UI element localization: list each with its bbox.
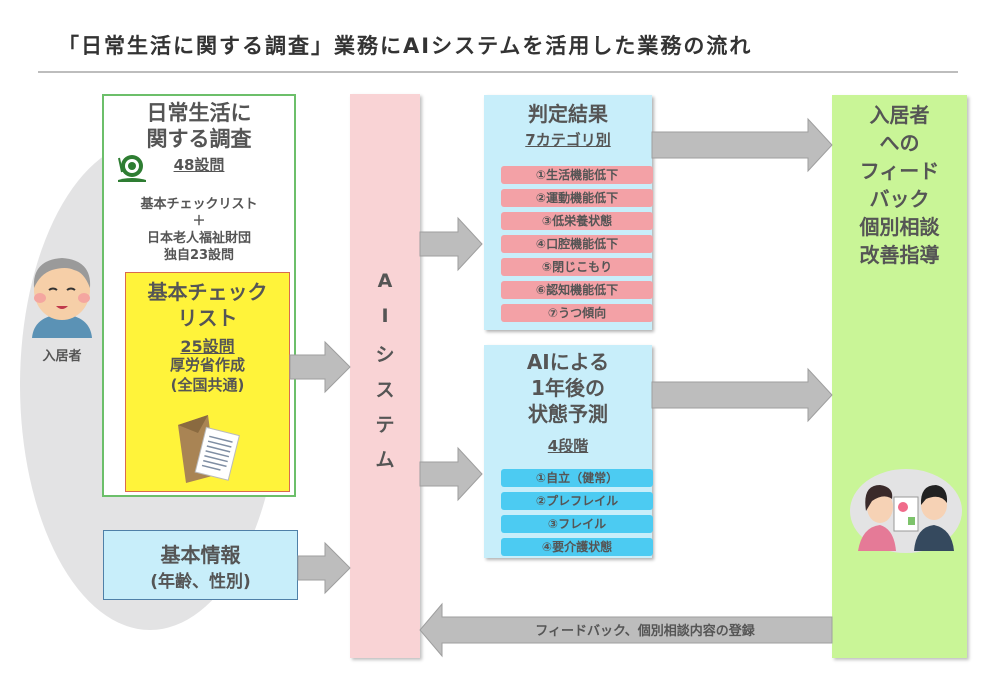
ai-system-char: テ	[375, 414, 395, 436]
prediction-stage: ④要介護状態	[501, 538, 653, 556]
resident-label: 入居者	[42, 349, 82, 364]
prediction-title: AIによる 1年後の 状態予測	[484, 349, 652, 427]
elderly-person-icon	[32, 258, 92, 338]
basic-info-sub: (年齢、性別)	[150, 572, 251, 592]
prediction-title-line1: AIによる	[526, 350, 610, 374]
survey-sub-line3: 日本老人福祉財団	[146, 231, 251, 246]
feedback-line: フィード	[859, 159, 940, 183]
result-category: ⑥認知機能低下	[501, 281, 653, 299]
survey-question-count: 48設問	[173, 156, 225, 174]
arrow-ai-to-result	[419, 216, 483, 272]
feedback-line: 改善指導	[859, 243, 940, 267]
result-category: ④口腔機能低下	[501, 235, 653, 253]
result-category: ②運動機能低下	[501, 189, 653, 207]
survey-title: 日常生活に 関する調査	[104, 100, 294, 152]
result-title: 判定結果	[528, 102, 608, 126]
feedback-text: 入居者 への フィード バック 個別相談 改善指導	[832, 101, 967, 269]
prediction-stage: ②プレフレイル	[501, 492, 653, 510]
survey-title-line1: 日常生活に	[146, 101, 252, 125]
arrow-ai-to-prediction	[419, 446, 483, 502]
basic-checklist-box: 基本チェック リスト 25設問 厚労省作成 (全国共通)	[125, 272, 290, 492]
feedback-line: バック	[869, 187, 930, 211]
feedback-line: 個別相談	[859, 215, 940, 239]
prediction-stage: ③フレイル	[501, 515, 653, 533]
checklist-title-line1: 基本チェック	[147, 280, 268, 304]
checklist-origin: 厚労省作成 (全国共通)	[126, 355, 289, 395]
survey-sub-line4: 独自23設問	[163, 248, 235, 263]
ai-system-char: ム	[375, 449, 395, 471]
basic-info-title: 基本情報	[160, 543, 241, 567]
page-title: 「日常生活に関する調査」業務にAIシステムを活用した業務の流れ	[58, 34, 753, 58]
checklist-question-count: 25設問	[180, 337, 235, 356]
arrow-checklist-to-ai	[289, 340, 351, 394]
ai-system-char: I	[381, 305, 389, 327]
survey-title-line2: 関する調査	[146, 127, 252, 151]
survey-sub-line1: 基本チェックリスト	[140, 197, 258, 212]
ai-system-char: ス	[375, 379, 395, 401]
prediction-subtitle: 4段階	[547, 437, 589, 455]
title-divider	[38, 71, 958, 73]
consultation-icon	[850, 469, 962, 553]
judgment-result-box: 判定結果 7カテゴリ別 ①生活機能低下 ②運動機能低下 ③低栄養状態 ④口腔機能…	[484, 95, 653, 330]
prediction-title-line3: 状態予測	[528, 402, 608, 426]
checklist-title: 基本チェック リスト	[126, 279, 289, 331]
arrow-result-to-feedback	[651, 117, 833, 173]
envelope-document-icon	[178, 415, 240, 483]
feedback-line: 入居者	[869, 103, 930, 127]
basic-info-box: 基本情報 (年齢、性別)	[103, 530, 298, 600]
ai-system-char: A	[377, 270, 393, 292]
ai-system-column: A I シ ス テ ム	[350, 94, 420, 658]
checklist-sub-line1: 厚労省作成	[169, 356, 245, 374]
checklist-title-line2: リスト	[177, 306, 238, 330]
feedback-column: 入居者 への フィード バック 個別相談 改善指導	[832, 95, 967, 658]
survey-sub-line2: ＋	[192, 214, 206, 229]
ai-system-char: シ	[375, 344, 395, 366]
result-category: ①生活機能低下	[501, 166, 653, 184]
result-subtitle: 7カテゴリ別	[525, 131, 611, 149]
snail-icon	[118, 155, 146, 182]
result-category: ③低栄養状態	[501, 212, 653, 230]
return-arrow-label: フィードバック、個別相談内容の登録	[535, 624, 755, 639]
prediction-stage: ①自立（健常）	[501, 469, 653, 487]
survey-composition: 基本チェックリスト ＋ 日本老人福祉財団 独自23設問	[104, 196, 294, 264]
arrow-prediction-to-feedback	[651, 367, 833, 423]
arrow-basic-info-to-ai	[297, 541, 351, 595]
result-category: ⑦うつ傾向	[501, 304, 653, 322]
checklist-sub-line2: (全国共通)	[170, 376, 245, 394]
feedback-line: への	[879, 131, 920, 155]
result-category: ⑤閉じこもり	[501, 258, 653, 276]
prediction-title-line2: 1年後の	[531, 376, 605, 400]
ai-prediction-box: AIによる 1年後の 状態予測 4段階 ①自立（健常） ②プレフレイル ③フレイ…	[484, 345, 653, 558]
